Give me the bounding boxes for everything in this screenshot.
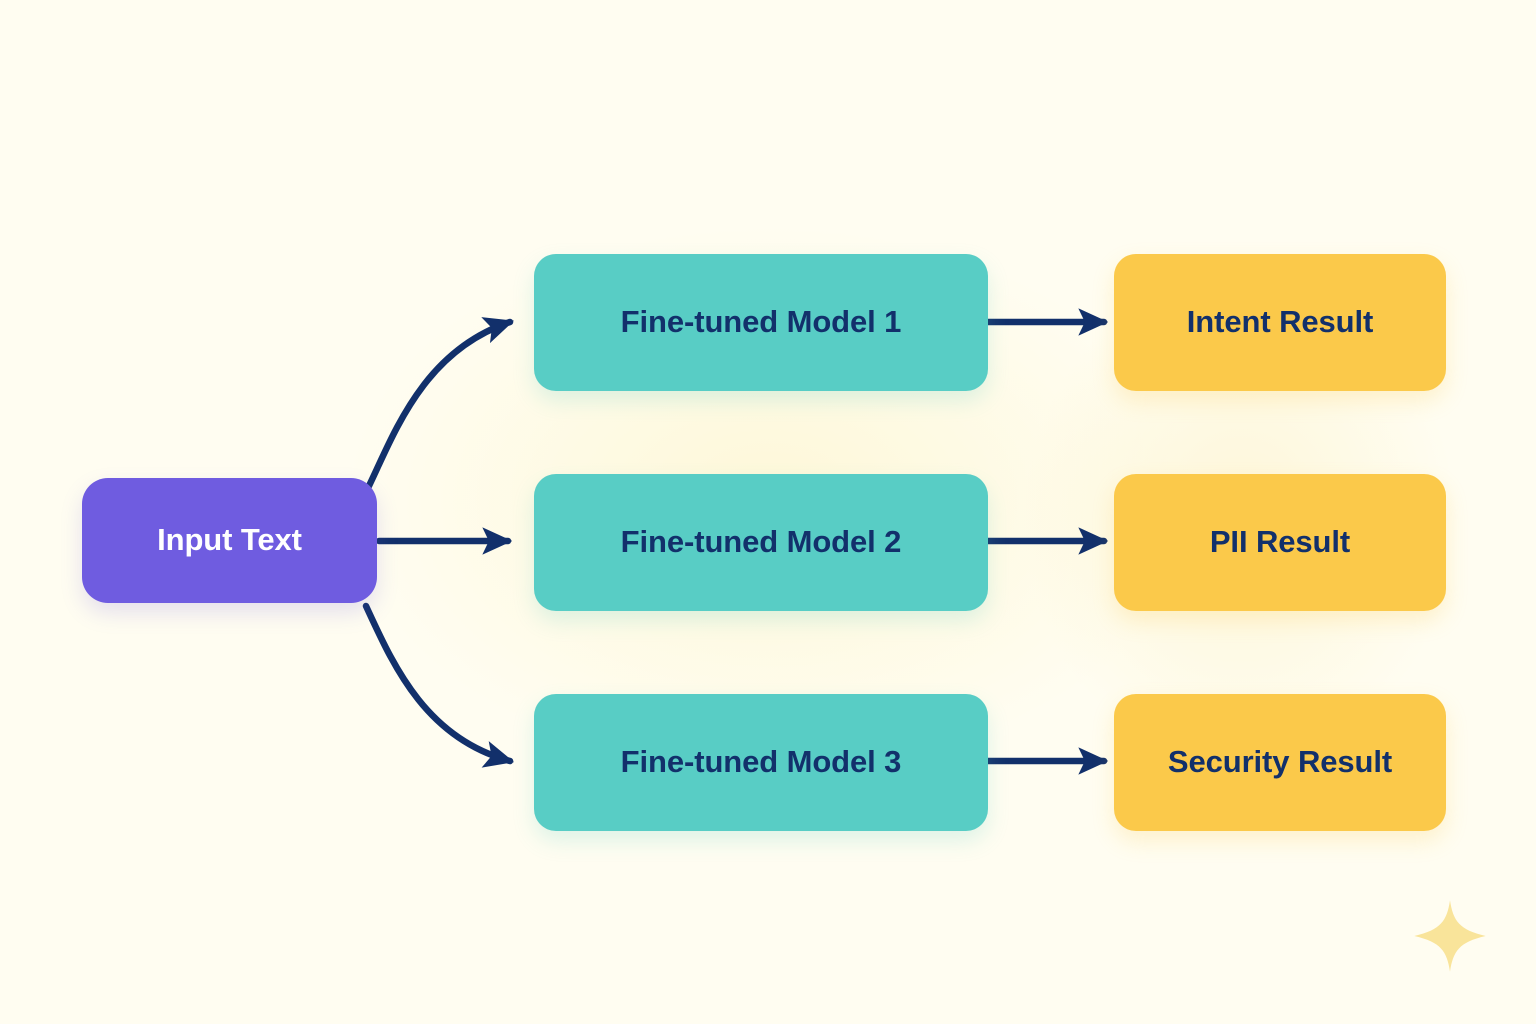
- node-intent-result[interactable]: Intent Result: [1114, 254, 1446, 391]
- node-pii-result-label: PII Result: [1209, 524, 1351, 560]
- node-fine-tuned-model-3-label: Fine-tuned Model 3: [620, 744, 902, 780]
- node-fine-tuned-model-3[interactable]: Fine-tuned Model 3: [534, 694, 988, 831]
- node-security-result-label: Security Result: [1167, 744, 1393, 780]
- node-pii-result[interactable]: PII Result: [1114, 474, 1446, 611]
- node-fine-tuned-model-2[interactable]: Fine-tuned Model 2: [534, 474, 988, 611]
- sparkle-icon: [1414, 900, 1486, 972]
- edge-input-to-model-1: [362, 317, 514, 496]
- node-input-text[interactable]: Input Text: [82, 478, 377, 603]
- node-input-text-label: Input Text: [157, 522, 302, 558]
- edge-input-to-model-3: [362, 602, 515, 768]
- node-fine-tuned-model-1[interactable]: Fine-tuned Model 1: [534, 254, 988, 391]
- node-security-result[interactable]: Security Result: [1114, 694, 1446, 831]
- node-fine-tuned-model-2-label: Fine-tuned Model 2: [620, 524, 902, 560]
- node-intent-result-label: Intent Result: [1186, 304, 1374, 340]
- node-fine-tuned-model-1-label: Fine-tuned Model 1: [620, 304, 902, 340]
